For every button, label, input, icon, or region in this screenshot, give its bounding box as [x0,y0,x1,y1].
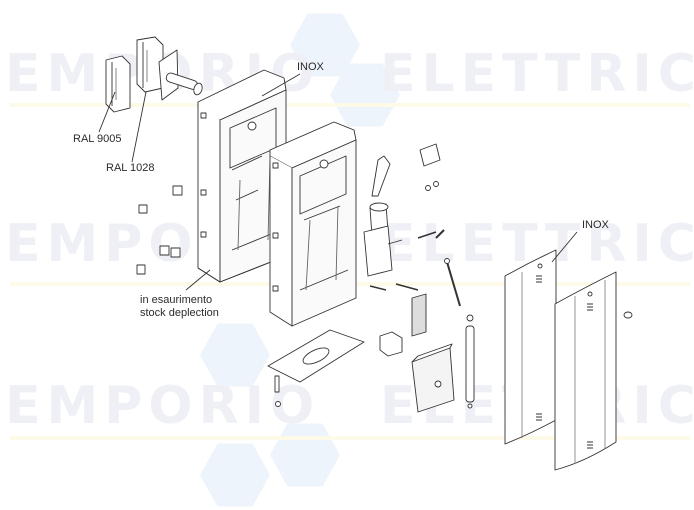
door-panel-back [504,249,557,445]
cam-block [411,293,427,337]
transformer [379,331,403,357]
label-inox-top: INOX [297,61,324,73]
flange-shaft [158,49,203,101]
screws [369,181,445,291]
gas-spring [465,314,475,409]
lock-cylinder [623,311,633,319]
link-rod [444,258,461,307]
watermark-line [10,436,690,440]
corner-clips [136,185,183,275]
cabinet-inox [197,69,287,283]
cabinet-painted [269,121,357,327]
base-plate [267,329,365,407]
control-box [411,343,455,413]
cover-ral-9005 [105,55,131,113]
watermark-emporio-3: EMPORIO [5,376,321,436]
watermark-elettrico-1: ELETTRICO [380,44,694,104]
cover-ral-1028 [136,36,164,93]
gearmotor [363,202,403,277]
limit-bracket [419,143,441,167]
label-stock-en: stock deplection [140,307,219,319]
label-inox-right: INOX [582,219,609,231]
door-panel-front [554,271,617,471]
label-stock-it: in esaurimento [140,294,213,306]
lever-arm [371,155,391,197]
watermark-line [10,103,690,107]
label-ral-1028: RAL 1028 [106,162,155,174]
label-ral-9005: RAL 9005 [73,133,122,145]
